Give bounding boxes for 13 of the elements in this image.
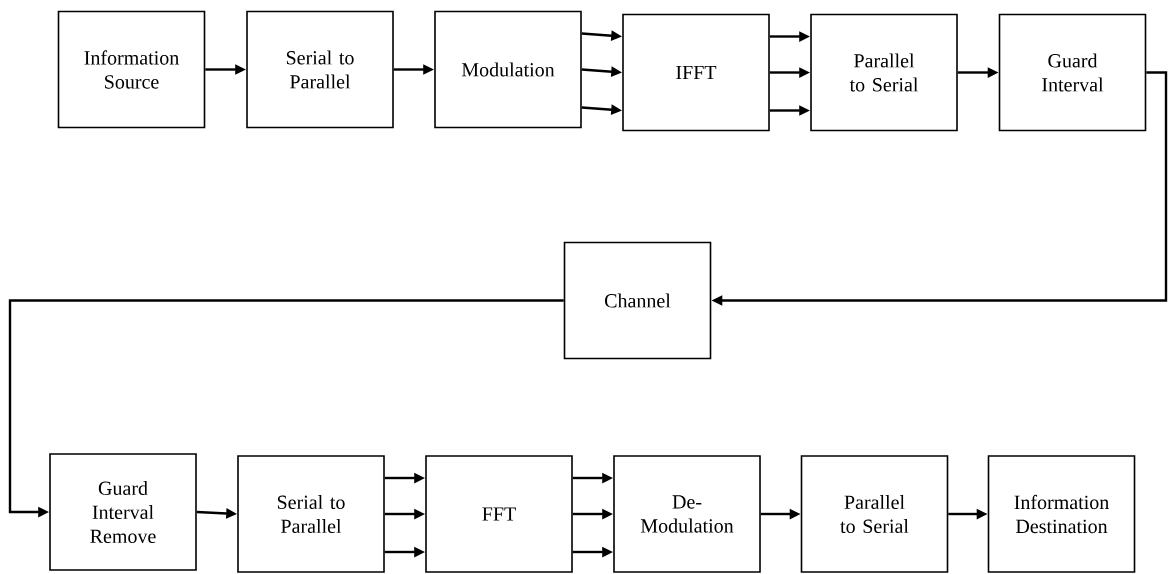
- process-box: Guard Interval: [998, 13, 1147, 132]
- process-box: Serial to Parallel: [237, 455, 385, 573]
- process-box: Parallel to Serial: [800, 455, 949, 573]
- process-box: Parallel to Serial: [810, 13, 958, 132]
- process-box: Information Source: [57, 10, 206, 129]
- process-box: Channel: [563, 241, 712, 360]
- process-box: Guard Interval Remove: [49, 453, 197, 571]
- process-box: Information Destination: [987, 455, 1136, 573]
- process-box: Modulation: [434, 10, 582, 129]
- process-box: De-Modulation: [613, 455, 761, 573]
- process-box: IFFT: [622, 13, 770, 132]
- process-box: Serial to Parallel: [246, 10, 394, 129]
- process-box: FFT: [425, 455, 573, 573]
